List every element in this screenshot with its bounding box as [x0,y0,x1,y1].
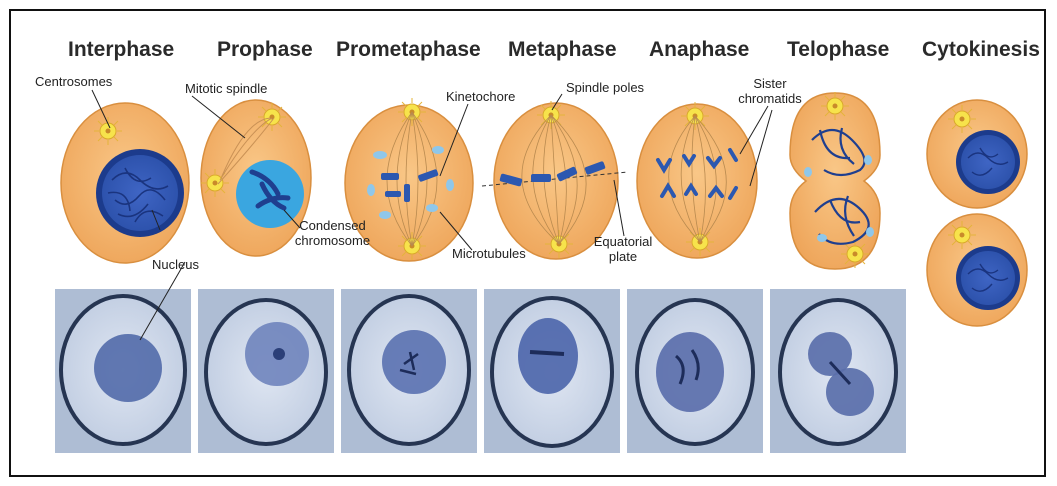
label-sister-chromatids: Sister chromatids [735,76,805,106]
label-mitotic-spindle: Mitotic spindle [185,81,267,96]
micrograph-anaphase [627,289,763,453]
interphase-cell [61,103,189,263]
label-sister: Sister [753,76,786,91]
label-plate: plate [609,249,637,264]
label-microtubules: Microtubules [452,246,526,261]
micrograph-interphase [55,289,191,453]
label-condensed: Condensed [299,218,366,233]
label-chromosome: chromosome [295,233,370,248]
cytokinesis-cell-bottom [927,214,1027,326]
telophase-cell [790,92,880,269]
micrograph-telophase [770,289,906,453]
label-equatorial-plate: Equatorial plate [588,234,658,264]
label-kinetochore: Kinetochore [446,89,515,104]
label-condensed-chromosome: Condensed chromosome [290,218,375,248]
label-equatorial: Equatorial [594,234,653,249]
micrograph-prophase [198,289,334,453]
micrograph-metaphase [484,289,620,453]
label-spindle-poles: Spindle poles [566,80,644,95]
label-centrosomes: Centrosomes [35,74,112,89]
label-nucleus: Nucleus [152,257,199,272]
cytokinesis-cell-top [927,100,1027,208]
label-chromatids: chromatids [738,91,802,106]
micrograph-prometaphase [341,289,477,453]
